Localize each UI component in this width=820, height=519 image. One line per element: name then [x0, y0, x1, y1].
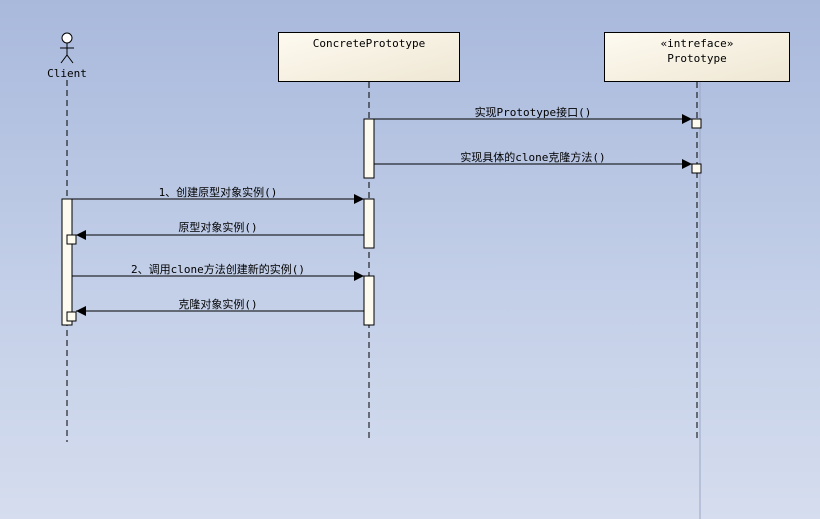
prototype-activation-square-1: [691, 118, 702, 129]
client-activation-square-2: [66, 311, 77, 322]
prototype-interface-box: «intreface» Prototype: [604, 32, 790, 82]
prototype-label: Prototype: [667, 52, 727, 65]
message-label-m6: 克隆对象实例(): [178, 298, 258, 311]
prototype-stereotype: «intreface»: [660, 37, 734, 50]
client-activation-bar: [61, 198, 73, 326]
concrete-prototype-label: ConcretePrototype: [312, 37, 426, 50]
message-label-m5: 2、调用clone方法创建新的实例(): [131, 263, 305, 276]
actor-icon: [60, 32, 74, 64]
concrete-prototype-box: ConcretePrototype: [278, 32, 460, 82]
message-label-m1: 实现Prototype接口(): [474, 106, 592, 119]
concrete-activation-bar-2: [363, 198, 375, 249]
client-actor-label: Client: [47, 67, 87, 80]
concrete-activation-bar-1: [363, 118, 375, 179]
message-label-m2: 实现具体的clone克隆方法(): [460, 151, 606, 164]
client-activation-square-1: [66, 234, 77, 245]
concrete-activation-bar-3: [363, 275, 375, 326]
prototype-activation-square-2: [691, 163, 702, 174]
message-label-m3: 1、创建原型对象实例(): [158, 186, 278, 199]
message-label-m4: 原型对象实例(): [178, 221, 258, 234]
